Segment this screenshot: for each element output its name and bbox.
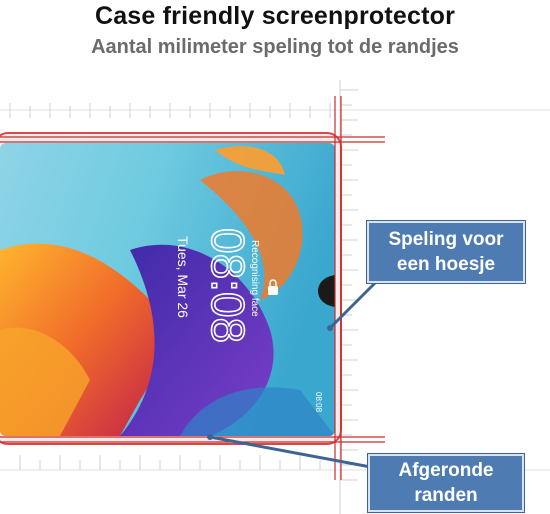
edges-callout-line2: randen xyxy=(414,485,478,506)
measurement-lines xyxy=(0,96,385,480)
spacing-callout-line2: een hoesje xyxy=(396,254,496,275)
page-subtitle: Aantal milimeter speling tot de randjes xyxy=(91,36,459,58)
edges-callout-line1: Afgeronde xyxy=(398,460,494,481)
page-title: Case friendly screenprotector xyxy=(94,2,456,30)
clock-date: Tues, Mar 26 xyxy=(175,236,191,318)
side-time: 08:08 xyxy=(314,392,323,413)
spacing-callout-line1: Speling voor xyxy=(388,229,504,250)
spacing-pointer xyxy=(328,280,378,330)
clock-time: 08:08 xyxy=(202,228,254,343)
bottom-ruler xyxy=(19,455,321,470)
top-ruler xyxy=(9,103,331,118)
edges-pointer xyxy=(209,435,377,470)
camera-notch xyxy=(318,275,335,307)
face-status: Recognising face xyxy=(249,240,260,317)
right-ruler xyxy=(339,80,358,514)
phone-screen: 08:08 Tues, Mar 26 Recognising face 08:0… xyxy=(0,143,335,436)
spacing-callout: Speling voor een hoesje xyxy=(367,221,525,283)
edges-callout: Afgeronde randen xyxy=(368,454,524,512)
lock-icon xyxy=(268,286,278,295)
